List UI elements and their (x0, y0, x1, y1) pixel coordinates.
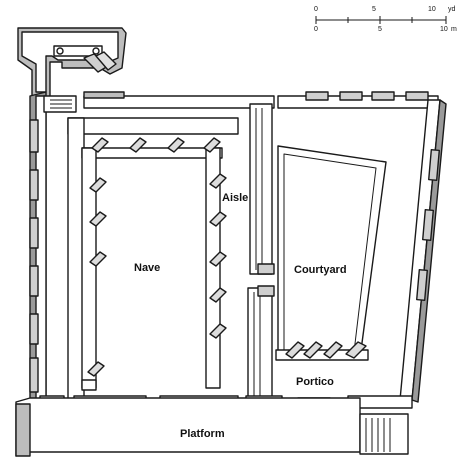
column (209, 287, 227, 303)
column (209, 251, 227, 267)
column (209, 323, 227, 339)
scale-label-bottom-10: 10 (440, 26, 448, 33)
scale-label-top-0: 0 (314, 6, 318, 13)
column (209, 173, 227, 189)
label-platform: Platform (180, 428, 225, 440)
column (89, 211, 107, 227)
label-portico: Portico (296, 376, 334, 388)
scale-label-bottom-5: 5 (378, 26, 382, 33)
column (129, 137, 147, 153)
label-aisle: Aisle (222, 192, 249, 204)
column (89, 177, 107, 193)
label-nave: Nave (134, 262, 161, 274)
portico-colonnade (275, 341, 369, 361)
label-courtyard: Courtyard (294, 264, 347, 276)
courtyard-outline (277, 145, 387, 359)
nave-columns (87, 137, 227, 377)
scale-label-bottom-0: 0 (314, 26, 318, 33)
column (91, 137, 109, 153)
scale-bar (315, 16, 447, 24)
north-wall (83, 91, 439, 109)
corner-tower (17, 27, 127, 99)
dividing-wall (247, 103, 275, 403)
nave-arcade (67, 117, 239, 401)
platform (15, 397, 409, 457)
east-wall (399, 99, 447, 403)
column (167, 137, 185, 153)
scale-label-top-10: 10 (428, 6, 436, 13)
column (209, 211, 227, 227)
column (203, 137, 221, 153)
scale-label-top-unit: yd (448, 6, 456, 13)
scale-label-bottom-unit: m (451, 26, 457, 33)
column (87, 361, 105, 377)
scale-label-top-5: 5 (372, 6, 376, 13)
column (89, 251, 107, 267)
